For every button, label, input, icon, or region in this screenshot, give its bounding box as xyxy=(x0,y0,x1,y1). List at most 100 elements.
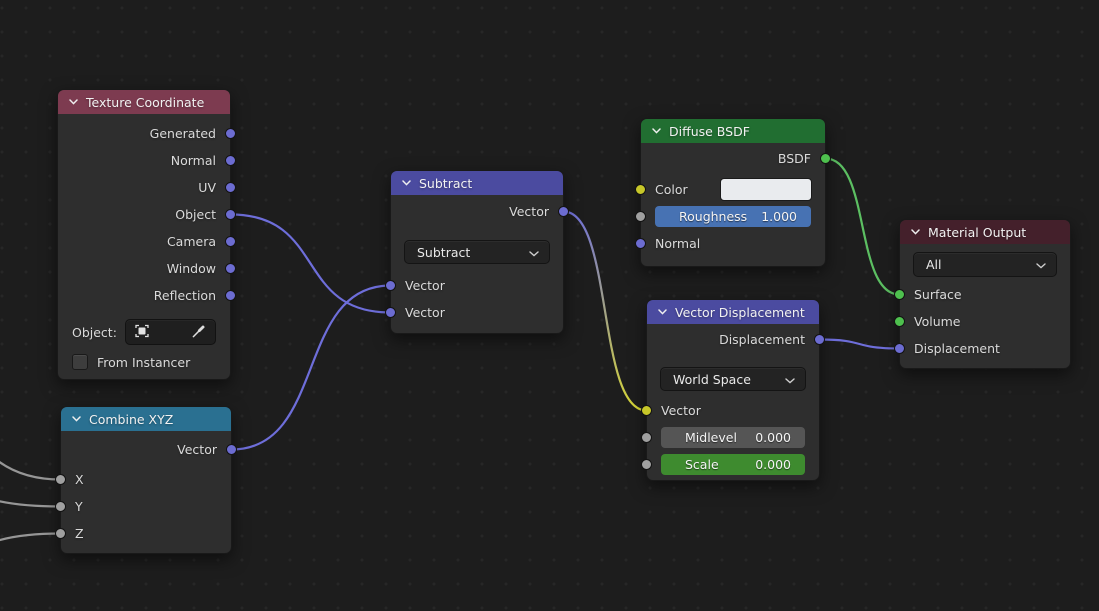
slider-value: 0.000 xyxy=(755,430,791,445)
chevron-down-icon[interactable] xyxy=(652,128,661,134)
node-header[interactable]: Subtract xyxy=(391,171,563,195)
output-row: Displacement xyxy=(647,326,825,353)
scale-slider[interactable]: Scale 0.000 xyxy=(661,454,805,475)
socket-reflection[interactable] xyxy=(225,290,236,301)
slider-value: 1.000 xyxy=(761,209,797,224)
color-input-row: Color xyxy=(635,176,825,203)
output-row: BSDF xyxy=(641,145,831,172)
socket-vector-in-2[interactable] xyxy=(385,307,396,318)
target-dropdown[interactable]: All xyxy=(913,252,1057,277)
node-diffuse-bsdf[interactable]: Diffuse BSDF BSDF Color Roughness 1.000 xyxy=(635,118,831,267)
node-header[interactable]: Texture Coordinate xyxy=(58,90,230,114)
midlevel-slider[interactable]: Midlevel 0.000 xyxy=(661,427,805,448)
input-label: Vector xyxy=(661,403,701,418)
chevron-down-icon xyxy=(529,245,539,260)
input-row: Normal xyxy=(635,230,825,257)
socket-vector-out[interactable] xyxy=(226,444,237,455)
output-row: Window xyxy=(58,255,236,282)
socket-normal-in[interactable] xyxy=(635,238,646,249)
socket-vector-in-1[interactable] xyxy=(385,280,396,291)
socket-bsdf-out[interactable] xyxy=(820,153,831,164)
chevron-down-icon[interactable] xyxy=(69,99,78,105)
node-link[interactable] xyxy=(818,338,901,350)
input-label: Vector xyxy=(405,305,445,320)
socket-volume[interactable] xyxy=(894,316,905,327)
roughness-slider[interactable]: Roughness 1.000 xyxy=(655,206,811,227)
input-row: X xyxy=(55,466,231,493)
node-link[interactable] xyxy=(229,213,392,314)
object-picker-row: Object: xyxy=(58,319,230,345)
socket-displacement-in[interactable] xyxy=(894,343,905,354)
input-row: Volume xyxy=(894,308,1070,335)
input-label: X xyxy=(75,472,84,487)
node-title: Material Output xyxy=(928,224,1027,240)
input-row: Y xyxy=(55,493,231,520)
chevron-down-icon[interactable] xyxy=(658,309,667,315)
node-vector-math-subtract[interactable]: Subtract Vector Subtract Vector Vector xyxy=(385,170,569,334)
chevron-down-icon[interactable] xyxy=(402,180,411,186)
node-header[interactable]: Material Output xyxy=(900,220,1070,244)
node-link[interactable] xyxy=(0,330,62,481)
output-label: UV xyxy=(198,180,216,195)
socket-displacement-out[interactable] xyxy=(814,334,825,345)
socket-uv[interactable] xyxy=(225,182,236,193)
operation-dropdown[interactable]: Subtract xyxy=(404,240,550,264)
output-row: UV xyxy=(58,174,236,201)
socket-x[interactable] xyxy=(55,474,66,485)
node-texture-coordinate[interactable]: Texture Coordinate Generated Normal UV O… xyxy=(57,89,236,380)
chevron-down-icon xyxy=(785,372,795,387)
eyedropper-icon[interactable] xyxy=(191,323,207,342)
socket-roughness[interactable] xyxy=(635,211,646,222)
node-link[interactable] xyxy=(0,532,62,591)
from-instancer-checkbox[interactable] xyxy=(72,354,88,370)
socket-generated[interactable] xyxy=(225,128,236,139)
node-title: Combine XYZ xyxy=(89,411,174,427)
socket-vector-in[interactable] xyxy=(641,405,652,416)
socket-scale[interactable] xyxy=(641,459,652,470)
node-vector-displacement[interactable]: Vector Displacement Displacement World S… xyxy=(641,299,825,481)
output-row: Generated xyxy=(58,120,236,147)
output-label: Object xyxy=(175,207,216,222)
node-link[interactable] xyxy=(824,157,901,296)
chevron-down-icon[interactable] xyxy=(911,229,920,235)
socket-y[interactable] xyxy=(55,501,66,512)
object-picker-field[interactable] xyxy=(124,319,216,345)
node-header[interactable]: Diffuse BSDF xyxy=(641,119,825,143)
socket-z[interactable] xyxy=(55,528,66,539)
node-link[interactable] xyxy=(230,284,392,451)
object-field-label: Object: xyxy=(72,324,117,340)
socket-normal[interactable] xyxy=(225,155,236,166)
color-swatch[interactable] xyxy=(720,178,812,201)
space-dropdown[interactable]: World Space xyxy=(660,367,806,391)
slider-value: 0.000 xyxy=(755,457,791,472)
input-label: Surface xyxy=(914,287,962,302)
output-row: Camera xyxy=(58,228,236,255)
socket-object[interactable] xyxy=(225,209,236,220)
node-title: Vector Displacement xyxy=(675,304,805,320)
input-row: Vector xyxy=(385,299,563,326)
output-label: Displacement xyxy=(719,332,805,347)
midlevel-row: Midlevel 0.000 xyxy=(641,424,819,451)
node-header[interactable]: Vector Displacement xyxy=(647,300,819,324)
socket-surface[interactable] xyxy=(894,289,905,300)
chevron-down-icon[interactable] xyxy=(72,416,81,422)
input-label: Y xyxy=(75,499,83,514)
slider-label: Scale xyxy=(685,457,719,472)
node-combine-xyz[interactable]: Combine XYZ Vector X Y Z xyxy=(55,406,237,554)
output-row: Reflection xyxy=(58,282,236,309)
input-row: Surface xyxy=(894,281,1070,308)
socket-camera[interactable] xyxy=(225,236,236,247)
socket-color[interactable] xyxy=(635,184,646,195)
input-label: Normal xyxy=(655,236,701,251)
node-link[interactable] xyxy=(0,462,62,508)
socket-midlevel[interactable] xyxy=(641,432,652,443)
dropdown-value: Subtract xyxy=(417,244,471,260)
node-link[interactable] xyxy=(562,210,648,412)
node-material-output[interactable]: Material Output All Surface Volume Displ… xyxy=(894,219,1071,369)
dropdown-value: World Space xyxy=(673,371,751,387)
node-header[interactable]: Combine XYZ xyxy=(61,407,231,431)
socket-vector-out[interactable] xyxy=(558,206,569,217)
socket-window[interactable] xyxy=(225,263,236,274)
